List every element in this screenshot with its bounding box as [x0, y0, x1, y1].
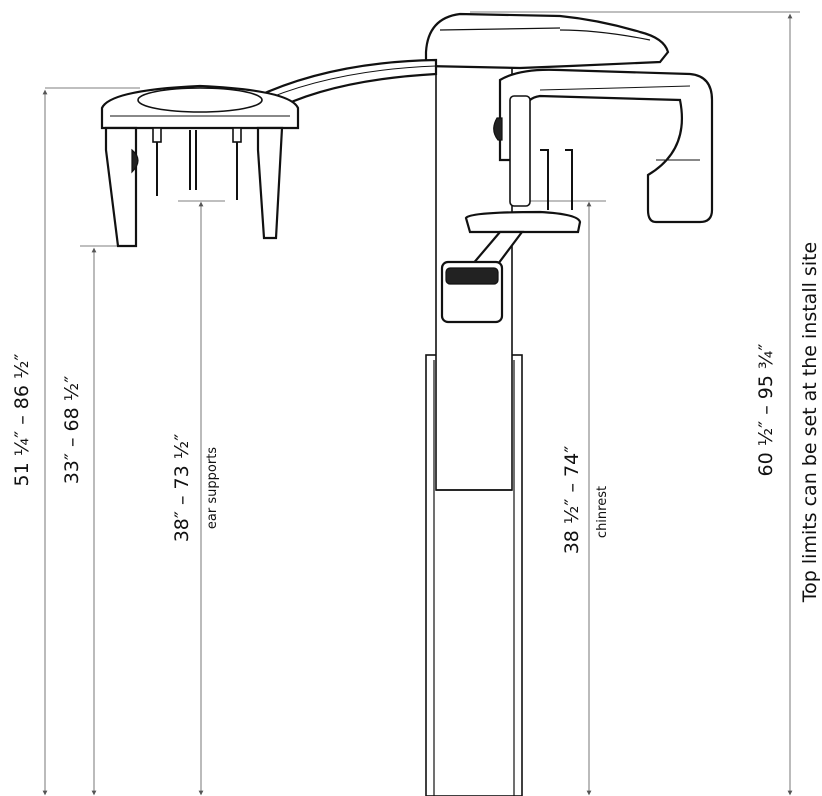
cephalostat-head: [100, 84, 300, 248]
labels: 51 ¼″ – 86 ½″ 33″ – 68 ½″ 38″ – 73 ½″ ea…: [11, 242, 821, 603]
ear-supports-caption: ear supports: [205, 447, 220, 529]
cephalostat-bottom-range-label: 33″ – 68 ½″: [61, 376, 83, 485]
ear-supports-range-label: 38″ – 73 ½″: [171, 434, 193, 543]
install-note: Top limits can be set at the install sit…: [799, 242, 821, 603]
rotating-unit: [493, 68, 714, 224]
top-housing: [424, 12, 670, 70]
chinrest-caption: chinrest: [595, 486, 610, 538]
top-range-label: 60 ½″ – 95 ¾″: [755, 343, 777, 476]
chinrest-assembly: [440, 149, 582, 324]
chinrest-range-label: 38 ½″ – 74″: [561, 446, 583, 555]
dimension-lines: [42, 11, 800, 796]
overall-head-range-label: 51 ¼″ – 86 ½″: [11, 353, 33, 486]
